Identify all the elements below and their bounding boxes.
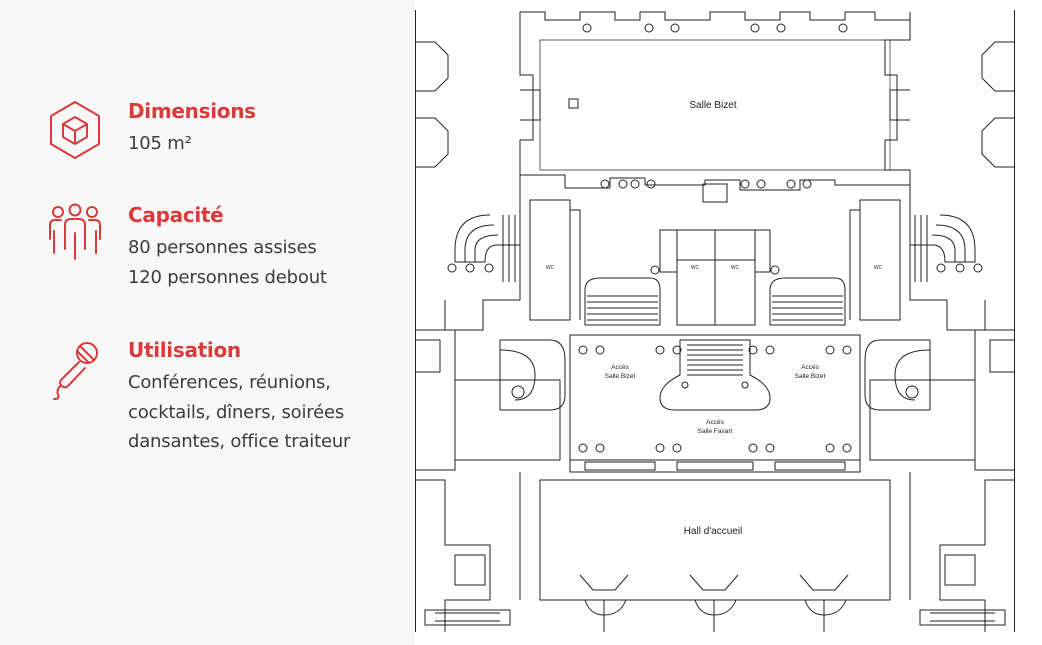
access-center-line-1: Accès	[706, 419, 724, 426]
room-label-wc-center-left: WC	[691, 265, 700, 271]
usage-line-3: dansantes, office traiteur	[128, 431, 351, 452]
floor-plan-drawing: Salle Bizet Hall d'accueil WC WC WC WC A…	[415, 10, 1015, 632]
access-center-line-2: Salle Favart	[698, 428, 733, 435]
cube-icon	[50, 101, 100, 159]
room-label-hall: Hall d'accueil	[684, 526, 743, 537]
access-right-line-1: Accès	[801, 364, 819, 371]
people-icon	[49, 203, 101, 260]
usage-line-2: cocktails, dîners, soirées	[128, 401, 344, 423]
access-right-line-2: Salle Bizet	[795, 373, 826, 380]
room-label-salle-bizet: Salle Bizet	[689, 100, 736, 111]
room-label-wc-center-right: WC	[731, 265, 740, 271]
capacity-lines: 80 personnes assises 120 personnes debou…	[128, 233, 327, 292]
usage-title: Utilisation	[128, 338, 241, 362]
capacity-standing: 120 personnes debout	[128, 266, 327, 288]
usage-lines: Conférences, réunions, cocktails, dîners…	[128, 368, 350, 457]
capacity-seated: 80 personnes assises	[128, 237, 317, 258]
dimensions-value: 105 m²	[128, 133, 192, 154]
access-left-line-2: Salle Bizet	[605, 373, 636, 380]
access-left-line-1: Accès	[611, 364, 629, 371]
capacity-title: Capacité	[128, 203, 224, 227]
room-label-wc-left: WC	[546, 265, 555, 271]
dimensions-lines: 105 m²	[128, 129, 192, 159]
room-label-wc-right: WC	[874, 265, 883, 271]
microphone-icon	[53, 342, 98, 400]
usage-line-1: Conférences, réunions,	[128, 372, 331, 393]
info-panel: Dimensions 105 m² Capacité 80 personnes …	[0, 0, 415, 645]
dimensions-title: Dimensions	[128, 99, 256, 123]
floor-plan: Salle Bizet Hall d'accueil WC WC WC WC A…	[415, 0, 1015, 632]
